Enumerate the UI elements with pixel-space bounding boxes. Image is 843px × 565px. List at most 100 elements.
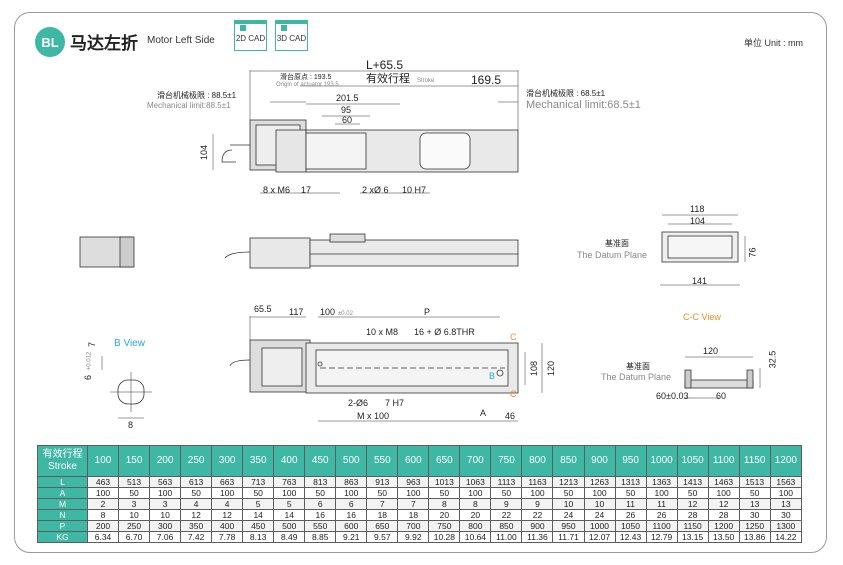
- spec-cell: 50: [118, 487, 151, 499]
- spec-cell: 50: [304, 487, 337, 499]
- spec-stroke-header: 600: [397, 445, 430, 477]
- spec-cell: 5: [242, 498, 275, 510]
- spec-cell: 12: [180, 509, 213, 521]
- spec-cell: 1113: [490, 476, 523, 488]
- spec-cell: 13: [738, 498, 771, 510]
- spec-cell: 8: [459, 498, 492, 510]
- spec-cell: 50: [366, 487, 399, 499]
- spec-cell: 24: [583, 509, 616, 521]
- dim-117: 117: [289, 307, 304, 317]
- spec-cell: 2: [86, 498, 120, 510]
- spec-cell: 18: [397, 509, 430, 521]
- dim-120: 120: [546, 360, 557, 377]
- spec-cell: 1313: [614, 476, 647, 488]
- dim-a: A: [480, 408, 487, 418]
- spec-cell: 100: [335, 487, 368, 499]
- spec-cell: 800: [459, 520, 492, 532]
- spec-cell: 10: [149, 509, 182, 521]
- mech-right-cn: 滑台机械极限 : 68.5±1: [526, 89, 606, 98]
- marker-c-bottom: C: [510, 389, 517, 399]
- spec-stroke-header: 300: [211, 445, 244, 477]
- spec-cell: 10: [552, 498, 585, 510]
- page-frame: [14, 12, 827, 553]
- spec-cell: 100: [273, 487, 306, 499]
- spec-row-label: L: [37, 476, 88, 488]
- spec-cell: 50: [552, 487, 585, 499]
- spec-cell: 1050: [614, 520, 647, 532]
- spec-cell: 50: [180, 487, 213, 499]
- stroke-en: Stroke: [417, 78, 435, 84]
- dim-p: P: [424, 307, 431, 317]
- spec-cell: 713: [242, 476, 275, 488]
- series-badge: BL: [35, 27, 65, 57]
- b-dim-7: 7: [87, 341, 98, 348]
- spec-cell: 550: [304, 520, 337, 532]
- spec-cell: 913: [366, 476, 399, 488]
- spec-stroke-header: 150: [118, 445, 151, 477]
- spec-cell: 950: [552, 520, 585, 532]
- spec-cell: 1013: [428, 476, 461, 488]
- spec-cell: 12: [676, 498, 709, 510]
- spec-cell: 12: [707, 498, 740, 510]
- spec-row-label: KG: [37, 531, 88, 543]
- dim-100-tol: ±0.02: [338, 311, 353, 317]
- spec-cell: 50: [490, 487, 523, 499]
- spec-cell: 250: [118, 520, 151, 532]
- spec-cell: 24: [552, 509, 585, 521]
- spec-cell: 900: [521, 520, 554, 532]
- cc-datum-cn: 基准面: [626, 362, 650, 371]
- dim-l-plus: L+65.5: [366, 58, 404, 72]
- cad-3d-button[interactable]: 3D CAD: [275, 20, 308, 51]
- spec-cell: 10: [118, 509, 151, 521]
- spec-cell: 14.22: [769, 531, 803, 543]
- spec-cell: 50: [738, 487, 771, 499]
- dim-m-x-100: M x 100: [357, 411, 390, 421]
- dim-95: 95: [341, 105, 352, 115]
- spec-header-stroke: 有效行程 Stroke: [37, 445, 88, 477]
- spec-cell: 300: [149, 520, 182, 532]
- spec-cell: 100: [211, 487, 244, 499]
- spec-cell: 663: [211, 476, 244, 488]
- spec-stroke-header: 1150: [738, 445, 771, 477]
- spec-cell: 6.34: [86, 531, 120, 543]
- page-title-cn: 马达左折: [70, 34, 138, 53]
- origin-en: Origin of actuator 193.5: [276, 82, 339, 88]
- spec-cell: 200: [86, 520, 120, 532]
- spec-cell: 613: [180, 476, 213, 488]
- dim-65: 65.5: [254, 304, 272, 314]
- spec-cell: 12: [211, 509, 244, 521]
- spec-stroke-header: 500: [335, 445, 368, 477]
- marker-b: B: [489, 371, 496, 381]
- spec-cell: 7.42: [180, 531, 213, 543]
- spec-cell: 1000: [583, 520, 616, 532]
- spec-cell: 100: [86, 487, 120, 499]
- spec-cell: 1363: [645, 476, 678, 488]
- holes-m6-depth: 17: [301, 185, 312, 195]
- cad-2d-button[interactable]: 2D CAD: [234, 20, 267, 51]
- spec-cell: 100: [521, 487, 554, 499]
- spec-cell: 7: [397, 498, 430, 510]
- spec-cell: 13.86: [738, 531, 771, 543]
- pin-bottom-depth: 7 H7: [385, 398, 405, 408]
- holes-pin-depth: 10 H7: [402, 185, 427, 195]
- spec-stroke-header: 950: [614, 445, 647, 477]
- spec-cell: 1063: [459, 476, 492, 488]
- spec-cell: 8.13: [242, 531, 275, 543]
- spec-cell: 763: [273, 476, 306, 488]
- spec-cell: 813: [304, 476, 337, 488]
- spec-cell: 1100: [645, 520, 678, 532]
- spec-cell: 9.57: [366, 531, 399, 543]
- bottom-view-actuator: [229, 316, 543, 422]
- spec-cell: 22: [521, 509, 554, 521]
- spec-cell: 1213: [552, 476, 585, 488]
- spec-cell: 5: [273, 498, 306, 510]
- spec-stroke-header: 550: [366, 445, 399, 477]
- b-dim-8: 8: [128, 420, 134, 430]
- spec-cell: 11.71: [552, 531, 585, 543]
- spec-cell: 7.78: [211, 531, 244, 543]
- spec-stroke-header: 900: [583, 445, 616, 477]
